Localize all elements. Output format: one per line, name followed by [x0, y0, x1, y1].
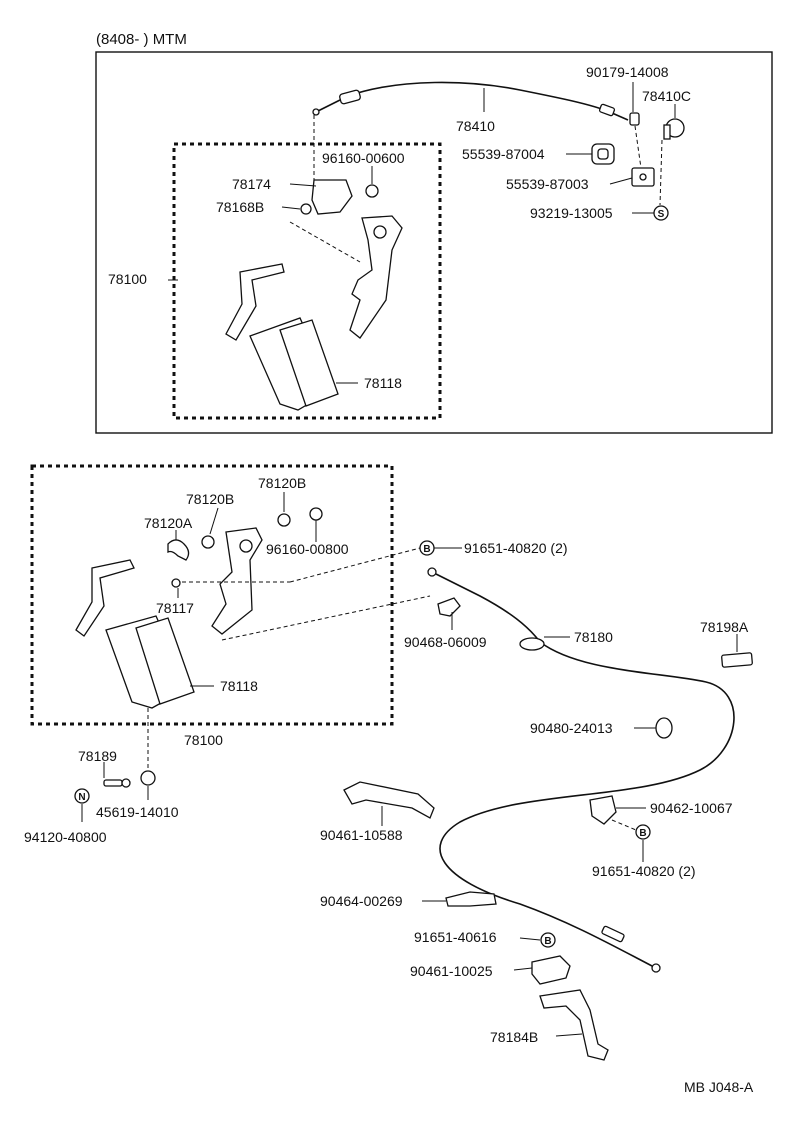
top-section-frame — [95, 51, 773, 434]
label-78189: 78189 — [78, 748, 117, 764]
label-90468-06009: 90468-06009 — [404, 634, 487, 650]
pin-part — [659, 118, 685, 206]
top-pedal-bracket — [289, 215, 403, 339]
label-93219-13005: 93219-13005 — [530, 205, 613, 221]
grommet-part-1 — [591, 143, 615, 165]
svg-text:B: B — [639, 828, 646, 839]
label-90462-10067: 90462-10067 — [650, 800, 733, 816]
top-bracket-78174 — [311, 179, 353, 215]
label-top-78118: 78118 — [364, 375, 402, 391]
svg-text:N: N — [78, 792, 85, 803]
label-96160-00800: 96160-00800 — [266, 541, 349, 557]
bolt-symbol-icon-1: B — [419, 540, 435, 556]
cap-part — [721, 652, 753, 668]
grommet-part-2 — [631, 167, 655, 187]
clip-part-1 — [437, 597, 461, 617]
label-45619-14010: 45619-14010 — [96, 804, 179, 820]
bottom-dash-2 — [289, 547, 421, 583]
accelerator-cable-top — [312, 81, 629, 180]
bottom-pedal-arm — [75, 559, 135, 637]
grommet-part — [655, 717, 673, 739]
label-78120b-2: 78120B — [258, 475, 306, 491]
bottom-dash-3 — [221, 595, 431, 641]
clamp-part — [629, 112, 643, 176]
header-label: (8408- ) MTM — [96, 31, 187, 48]
nut-symbol-icon: N — [74, 788, 90, 804]
label-90461-10588: 90461-10588 — [320, 827, 403, 843]
clamp-part-3 — [531, 955, 571, 985]
label-bottom-78100: 78100 — [184, 732, 223, 748]
diagram-code: MB J048-A — [684, 1079, 754, 1095]
label-55539-87003: 55539-87003 — [506, 176, 589, 192]
label-78198a: 78198A — [700, 619, 749, 635]
label-91651-40820-2: 91651-40820 (2) — [592, 863, 696, 879]
label-91651-40820-1: 91651-40820 (2) — [464, 540, 568, 556]
label-78184b: 78184B — [490, 1029, 538, 1045]
accelerator-cable-bottom — [427, 567, 735, 973]
leader-90461-10025 — [513, 967, 533, 971]
bottom-pedal-bracket — [211, 527, 263, 635]
top-pedal-arm — [225, 263, 285, 341]
label-78120b-1: 78120B — [186, 491, 234, 507]
svg-text:S: S — [658, 209, 665, 220]
top-pedal-pad — [249, 317, 339, 411]
leader-55539-87003 — [609, 177, 633, 185]
clamp-part-2 — [343, 781, 435, 819]
leader-78168b — [281, 206, 301, 210]
label-top-78100: 78100 — [108, 271, 147, 287]
leader-78174 — [289, 183, 317, 187]
label-55539-87004: 55539-87004 — [462, 146, 545, 162]
bottom-pedal-pad — [105, 615, 195, 709]
bracket-78184b — [539, 989, 609, 1061]
label-78410c: 78410C — [642, 88, 691, 104]
label-bottom-78118: 78118 — [220, 678, 258, 694]
bottom-bushing-1 — [201, 535, 215, 549]
bottom-pedal-assembly-box — [30, 464, 394, 726]
bottom-bushing-2 — [277, 513, 291, 527]
bottom-bolt-78117 — [171, 578, 181, 588]
label-78120a: 78120A — [144, 515, 193, 531]
label-78117: 78117 — [156, 600, 194, 616]
label-78180: 78180 — [574, 629, 613, 645]
top-pedal-assembly-box — [172, 142, 442, 420]
label-94120-40800: 94120-40800 — [24, 829, 107, 845]
label-78174: 78174 — [232, 176, 271, 192]
stopper-part — [103, 770, 156, 788]
bottom-bushing-3 — [309, 507, 323, 521]
bolt-symbol-icon-3: B — [540, 932, 556, 948]
top-bolt-part — [300, 203, 312, 215]
clip-part-2 — [445, 891, 497, 907]
washer-symbol-icon: S — [653, 205, 669, 221]
clamp-part-1 — [589, 795, 637, 831]
top-bushing-part — [365, 184, 379, 198]
bolt-symbol-icon-2: B — [635, 824, 651, 840]
svg-text:B: B — [544, 936, 551, 947]
label-78410: 78410 — [456, 118, 495, 134]
label-90179-14008: 90179-14008 — [586, 64, 669, 80]
bottom-spring — [167, 539, 190, 561]
label-90464-00269: 90464-00269 — [320, 893, 403, 909]
label-96160-00600: 96160-00600 — [322, 150, 405, 166]
label-78168b: 78168B — [216, 199, 264, 215]
leader-78120b-1 — [209, 507, 219, 535]
leader-91651-3 — [519, 937, 541, 941]
svg-text:B: B — [423, 544, 430, 555]
label-90461-10025: 90461-10025 — [410, 963, 493, 979]
leader-78184b — [555, 1033, 583, 1037]
label-91651-40616: 91651-40616 — [414, 929, 497, 945]
label-90480-24013: 90480-24013 — [530, 720, 613, 736]
